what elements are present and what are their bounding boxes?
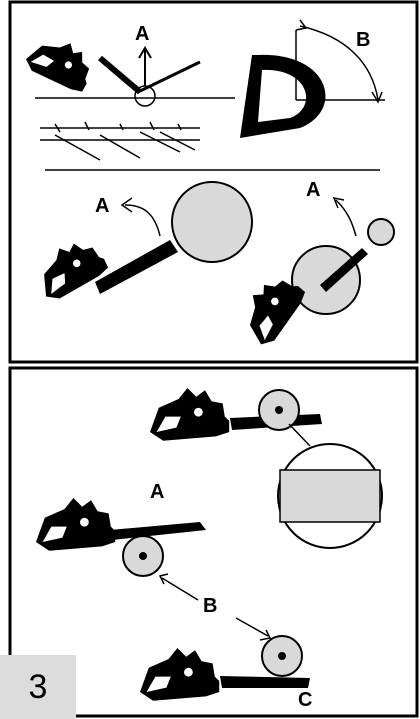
bottom-cut-saw: C [140, 636, 312, 711]
notch-cut-diagram: A [22, 23, 235, 160]
under-cut-saw [36, 498, 206, 576]
chainsaw-middle [36, 498, 115, 551]
page-number: 3 [0, 655, 76, 719]
label-a: A [150, 481, 164, 503]
label-c: C [298, 689, 312, 711]
notch-label-a: A [135, 23, 149, 45]
label-b: B [203, 595, 217, 617]
b-arrows: B [160, 574, 270, 640]
push-cut-right: A [232, 179, 394, 349]
chainsaw-top [150, 388, 229, 441]
angle-label-b: B [356, 29, 370, 51]
push-label-right: A [306, 179, 320, 201]
chainsaw-bottom [140, 648, 219, 701]
notch-angle-diagram: B [240, 20, 385, 138]
push-cut-left: A [30, 182, 252, 303]
chainsaw-left [30, 233, 111, 303]
chainsaw-notch [22, 28, 100, 98]
log-section [172, 182, 252, 262]
push-label-left: A [95, 195, 109, 217]
